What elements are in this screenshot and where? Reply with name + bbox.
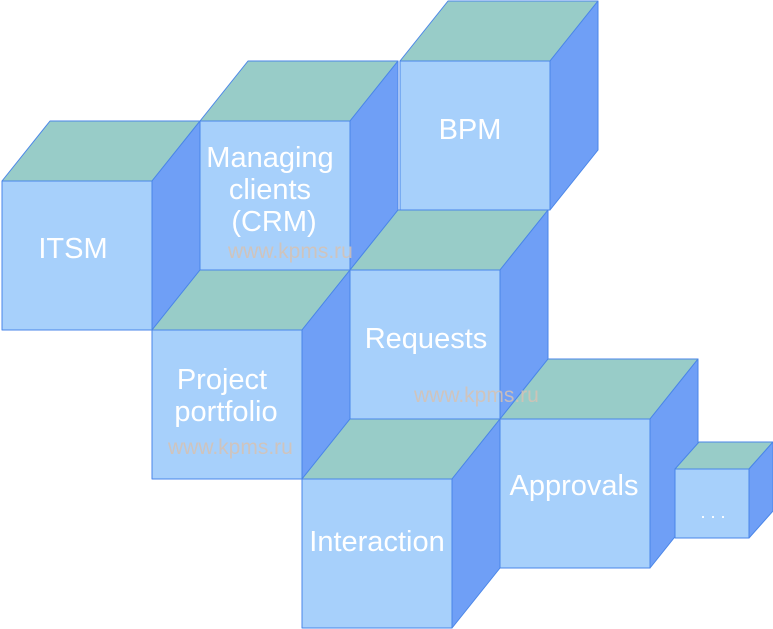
cube-crm-label: Managing clients (CRM) bbox=[206, 142, 341, 238]
cube-itsm-label-line-1: ITSM bbox=[38, 233, 107, 265]
cube-project-portfolio-front bbox=[151, 329, 303, 480]
cube-crm-label-line-1: Managing bbox=[206, 142, 333, 174]
cube-interaction: Interaction bbox=[301, 418, 501, 629]
cube-bpm-label: BPM bbox=[439, 114, 502, 146]
cube-requests-label-line-1: Requests bbox=[365, 323, 488, 355]
cube-project-portfolio-label-line-2: portfolio bbox=[174, 396, 277, 428]
cube-more-front bbox=[674, 468, 750, 539]
watermark-text-3: www.kpms.ru bbox=[167, 436, 293, 459]
cube-more-label-line-1: . . . bbox=[700, 502, 725, 522]
cube-more: . . . bbox=[674, 441, 773, 539]
cube-approvals-label-line-1: Approvals bbox=[510, 470, 639, 502]
cube-crm-label-line-2: clients bbox=[229, 174, 311, 206]
cube-more-label: . . . bbox=[700, 502, 725, 522]
cube-itsm-label: ITSM bbox=[38, 233, 107, 265]
cube-approvals: Approvals www.kpms.ru bbox=[413, 358, 699, 569]
cube-itsm-front bbox=[1, 180, 153, 331]
cube-crm: Managing clients (CRM) www.kpms.ru bbox=[199, 60, 399, 271]
watermark-text-1: www.kpms.ru bbox=[227, 240, 353, 263]
cube-bpm: BPM bbox=[399, 0, 599, 211]
cube-approvals-front bbox=[499, 418, 651, 569]
cube-requests: Requests bbox=[349, 209, 549, 420]
cube-itsm: ITSM bbox=[1, 120, 201, 331]
cube-project-portfolio: Project portfolio www.kpms.ru bbox=[151, 269, 351, 480]
cube-requests-front bbox=[349, 269, 501, 420]
cube-interaction-label: Interaction bbox=[309, 526, 444, 558]
watermark-text-2: www.kpms.ru bbox=[413, 384, 539, 407]
cube-interaction-front bbox=[301, 478, 453, 629]
cube-requests-label: Requests bbox=[365, 323, 488, 355]
cube-crm-label-line-3: (CRM) bbox=[231, 206, 316, 238]
cube-approvals-label: Approvals bbox=[510, 470, 639, 502]
cube-bpm-label-line-1: BPM bbox=[439, 114, 502, 146]
cube-crm-front bbox=[199, 120, 351, 271]
cube-interaction-label-line-1: Interaction bbox=[309, 526, 444, 558]
cube-project-portfolio-label-line-1: Project bbox=[177, 364, 267, 396]
cube-project-portfolio-label: Project portfolio bbox=[174, 364, 277, 428]
